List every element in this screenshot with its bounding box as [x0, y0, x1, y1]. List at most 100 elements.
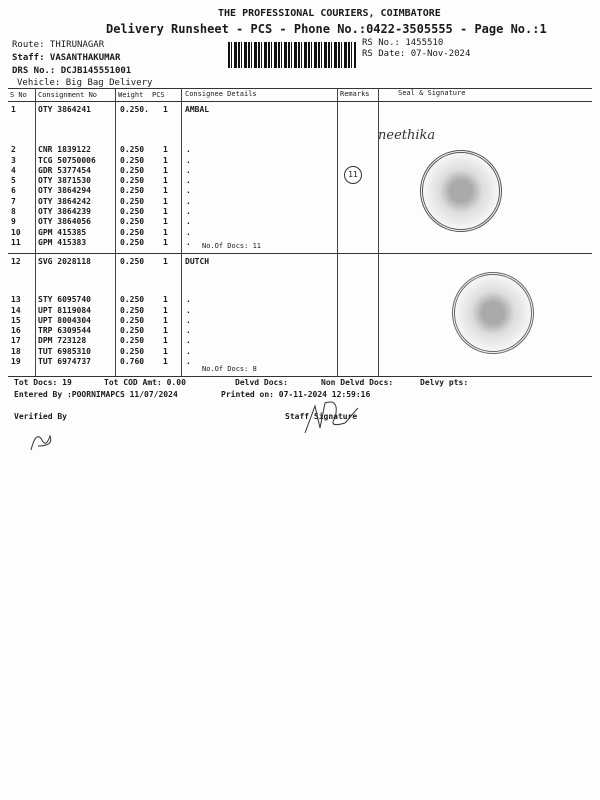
cell-sno: 2 — [11, 145, 16, 154]
cell-consignee-dot: . — [186, 305, 191, 315]
rs-date: RS Date: 07-Nov-2024 — [362, 49, 471, 59]
col-sno: S No — [10, 91, 27, 99]
cell-consignment-no: DPM 723128 — [38, 336, 87, 345]
col-remarks: Remarks — [340, 90, 370, 98]
handwritten-remark: 11 — [344, 166, 362, 184]
barcode — [228, 42, 356, 68]
cell-weight: 0.250 — [120, 305, 145, 315]
cell-sno: 15 — [11, 316, 21, 325]
cell-consignee-dot: . — [186, 207, 191, 216]
drs-no: DRS No.: DCJB145551001 — [12, 66, 132, 76]
cell-consignment-no: UPT 8004304 — [38, 316, 91, 325]
cell-consignee-dot: . — [186, 227, 191, 237]
cell-pcs: 1 — [163, 186, 168, 195]
cell-consignment-no: GDR 5377454 — [38, 166, 91, 175]
cell-consignment-no: CNR 1839122 — [38, 145, 91, 154]
cell-weight: 0.250 — [120, 207, 145, 216]
cell-consignee-dot: . — [186, 316, 191, 325]
cell-sno: 4 — [11, 166, 16, 175]
tot-cod: Tot COD Amt: 0.00 — [104, 378, 186, 387]
cell-pcs: 1 — [163, 176, 168, 185]
cell-sno: 1 — [11, 105, 16, 114]
cell-sno: 17 — [11, 336, 21, 345]
cell-consignment-no: GPM 415383 — [38, 238, 87, 247]
cell-sno: 19 — [11, 357, 21, 366]
staff: Staff: VASANTHAKUMAR — [12, 53, 121, 63]
verifier-signature-scribble — [30, 434, 52, 451]
cell-weight: 0.250 — [120, 295, 145, 304]
runsheet-title: Delivery Runsheet - PCS - Phone No.:0422… — [106, 22, 547, 36]
company-name: THE PROFESSIONAL COURIERS, COIMBATORE — [218, 8, 441, 19]
cell-pcs: 1 — [163, 155, 168, 165]
cell-pcs: 1 — [163, 196, 168, 206]
cell-pcs: 1 — [163, 257, 168, 266]
cell-pcs: 1 — [163, 295, 168, 304]
table-row: 5 OTY 3871530 0.250 1. — [0, 176, 340, 186]
cell-consignment-no: OTY 3864239 — [38, 207, 91, 216]
entered-by: Entered By :POORNIMAPCS 11/07/2024 — [14, 390, 178, 399]
cell-sno: 11 — [11, 238, 21, 247]
cell-sno: 5 — [11, 176, 16, 185]
cell-sno: 9 — [11, 217, 16, 226]
table-row: 7 OTY 3864242 0.250 1. — [0, 197, 340, 207]
cell-weight: 0.250 — [120, 336, 145, 345]
cell-pcs: 1 — [163, 217, 168, 226]
cell-consignee-dot: . — [186, 238, 191, 247]
cell-consignment-no: UPT 8119084 — [38, 305, 91, 315]
cell-consignee-dot: . — [186, 176, 191, 185]
consignee-dutch: DUTCH — [185, 257, 210, 266]
cell-weight: 0.250 — [120, 176, 145, 185]
cell-weight: 0.250 — [120, 326, 145, 335]
cell-consignment-no: OTY 3864294 — [38, 186, 91, 195]
cell-consignment-no: GPM 415385 — [38, 227, 87, 237]
cell-consignment-no: OTY 3864242 — [38, 196, 91, 206]
cell-sno: 16 — [11, 326, 21, 335]
cell-consignee-dot: . — [186, 155, 191, 165]
cell-weight: 0.250 — [120, 316, 145, 325]
cell-pcs: 1 — [163, 346, 168, 356]
cell-weight: 0.250 — [120, 186, 145, 195]
handwritten-name: neethika — [378, 128, 436, 143]
cell-consignment-no: OTY 3871530 — [38, 176, 91, 185]
cell-consignee-dot: . — [186, 295, 191, 304]
cell-sno: 7 — [11, 196, 16, 206]
cell-consignment-no: OTY 3864056 — [38, 217, 91, 226]
seal-stamp-1 — [420, 150, 502, 232]
cell-pcs: 1 — [163, 227, 168, 237]
cell-pcs: 1 — [163, 305, 168, 315]
cell-sno: 12 — [11, 257, 21, 266]
cell-consignee-dot: . — [186, 186, 191, 195]
col-seal: Seal & Signature — [398, 89, 466, 97]
cell-consignee-dot: . — [186, 326, 191, 335]
cell-sno: 13 — [11, 295, 21, 304]
rs-no: RS No.: 1455510 — [362, 38, 444, 48]
table-row: 15 UPT 8004304 0.250 1. — [0, 316, 340, 326]
cell-weight: 0.250 — [120, 196, 145, 206]
cell-weight: 0.250 — [120, 217, 145, 226]
cell-pcs: 1 — [163, 105, 168, 114]
cell-weight: 0.250 — [120, 166, 145, 175]
col-pcs: PCS — [152, 91, 165, 99]
cell-consignee-dot: . — [186, 166, 191, 175]
printed-on: Printed on: 07-11-2024 12:59:16 — [221, 390, 371, 399]
col-consignee: Consignee Details — [185, 90, 257, 98]
cell-consignee-dot: . — [186, 196, 191, 206]
cell-consignee-dot: . — [186, 145, 191, 154]
cell-weight: 0.250 — [120, 346, 145, 356]
verified-by: Verified By — [14, 412, 67, 421]
docs-count-2: No.Of Docs: 8 — [202, 365, 257, 373]
cell-pcs: 1 — [163, 316, 168, 325]
col-consignment: Consignment No — [38, 91, 98, 99]
